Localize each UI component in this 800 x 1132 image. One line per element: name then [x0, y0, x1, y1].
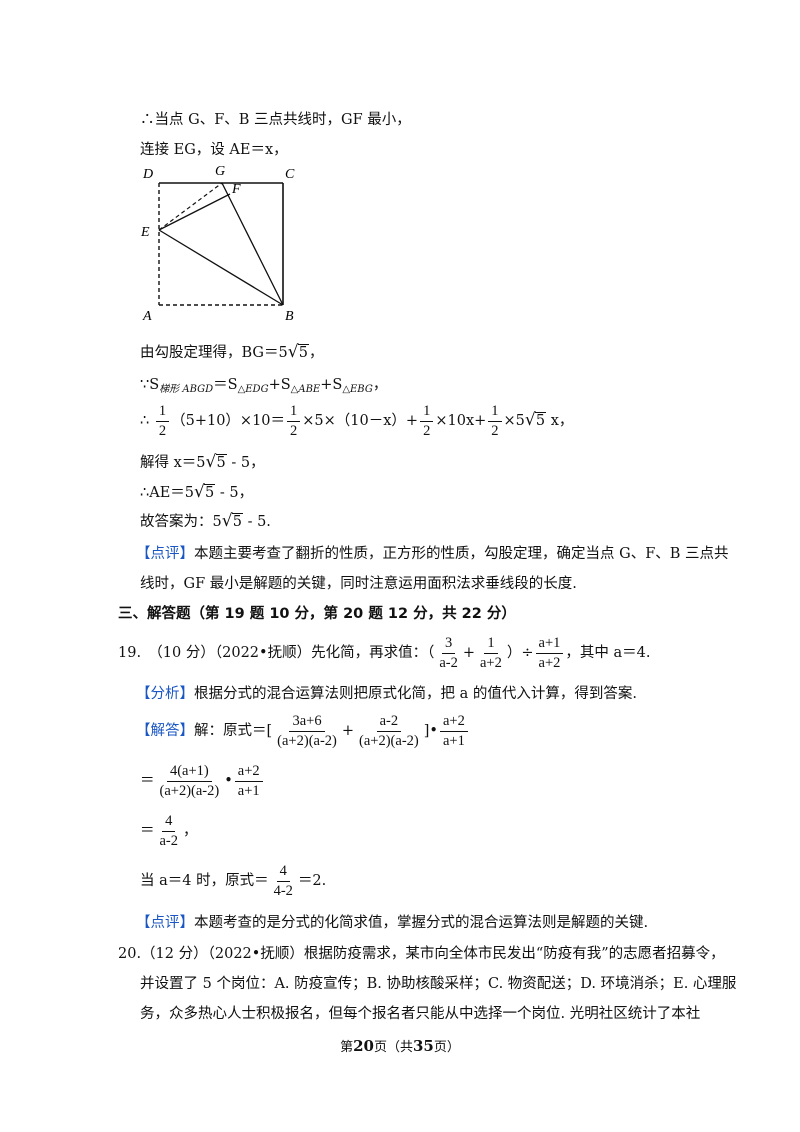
- q20-line3: 务，众多热心人士积极报名，但每个报名者只能从中选择一个岗位. 光明社区统计了本社: [140, 1006, 701, 1022]
- line-pythagoras: 由勾股定理得，BG＝55，: [140, 341, 323, 362]
- page-footer: 第20页（共35页）: [340, 1037, 460, 1055]
- square-figure: D G C F E A B: [140, 164, 295, 324]
- comment-tag: 【点评】: [136, 546, 194, 562]
- line-area-equation: ∴ 12（5+10）×10＝12×5×（10－x）+12×10x+12×55 x…: [140, 403, 573, 439]
- line-collinear: ∴当点 G、F、B 三点共线时，GF 最小，: [140, 112, 411, 128]
- line-ae: ∴AE＝55 - 5，: [140, 481, 253, 502]
- section-heading: 三、解答题（第 19 题 10 分，第 20 题 12 分，共 22 分）: [118, 606, 516, 622]
- label-g: G: [215, 164, 225, 179]
- q20-line2: 并设置了 5 个岗位：A. 防疫宣传；B. 协助核酸采样；C. 物资配送；D. …: [140, 976, 737, 992]
- q19-answer-step1: 【解答】解：原式＝[3a+6(a+2)(a-2)+a-2(a+2)(a-2)]•…: [136, 713, 470, 749]
- comment-18-line1: 【点评】本题主要考查了翻折的性质，正方形的性质，勾股定理，确定当点 G、F、B …: [136, 546, 729, 562]
- label-a: A: [142, 309, 152, 324]
- comment-18-line2: 线时，GF 最小是解题的关键，同时注意运用面积法求垂线段的长度.: [140, 576, 577, 592]
- label-f: F: [231, 182, 241, 197]
- label-b: B: [285, 309, 294, 324]
- line-connect-eg: 连接 EG，设 AE＝x，: [140, 142, 288, 158]
- q19-comment: 【点评】本题考查的是分式的化简求值，掌握分式的混合运算法则是解题的关键.: [136, 915, 649, 931]
- label-d: D: [142, 167, 153, 182]
- label-e: E: [140, 225, 150, 240]
- q19-analysis: 【分析】根据分式的混合运算法则把原式化简，把 a 的值代入计算，得到答案.: [136, 686, 637, 702]
- line-solve: 解得 x＝55 - 5，: [140, 451, 265, 472]
- label-c: C: [285, 167, 295, 182]
- q20-line1: 20.（12 分）（2022•抚顺）根据防疫需求，某市向全体市民发出“防疫有我”…: [118, 946, 725, 962]
- line-area-relation: ∵S梯形 ABGD＝S△EDG+S△ABE+S△EBG，: [140, 377, 388, 395]
- line-answer: 故答案为：55 - 5.: [140, 510, 271, 531]
